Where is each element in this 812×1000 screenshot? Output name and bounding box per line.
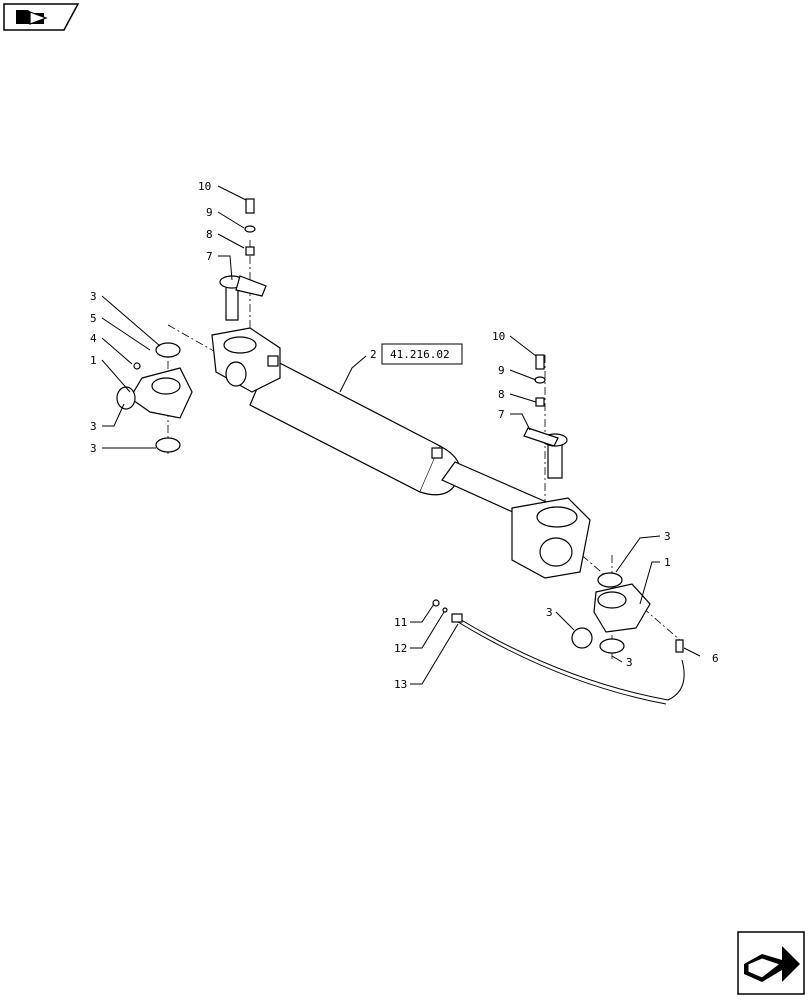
callout-10: 10 (492, 330, 505, 343)
callout-12: 12 (394, 642, 407, 655)
reference-link[interactable]: 41.216.02 (390, 348, 450, 361)
bracket-left (116, 342, 193, 453)
callout-3: 3 (90, 442, 97, 455)
hose-assembly (432, 599, 685, 705)
reference-box[interactable]: 41.216.02 (381, 343, 463, 365)
callout-3: 3 (546, 606, 553, 619)
callout-3: 3 (664, 530, 671, 543)
callout-3: 3 (90, 290, 97, 303)
pin-left (219, 198, 267, 321)
callout-6: 6 (712, 652, 719, 665)
bracket-right (571, 572, 684, 654)
callout-13: 13 (394, 678, 407, 691)
hydraulic-cylinder (211, 327, 591, 579)
callout-2: 2 (370, 348, 377, 361)
callout-9: 9 (498, 364, 505, 377)
arrow-left-folder-icon (3, 3, 80, 31)
leader-lines (101, 185, 701, 685)
callout-7: 7 (206, 250, 213, 263)
callout-7: 7 (498, 408, 505, 421)
callout-3: 3 (626, 656, 633, 669)
callout-8: 8 (206, 228, 213, 241)
pin-right (523, 354, 568, 479)
callout-5: 5 (90, 312, 97, 325)
arrow-right-folder-icon (737, 931, 805, 995)
next-page-button[interactable] (736, 930, 806, 996)
callout-9: 9 (206, 206, 213, 219)
callout-4: 4 (90, 332, 97, 345)
callout-3: 3 (90, 420, 97, 433)
callout-8: 8 (498, 388, 505, 401)
callout-11: 11 (394, 616, 407, 629)
callout-1: 1 (664, 556, 671, 569)
callout-10: 10 (198, 180, 211, 193)
callout-1: 1 (90, 354, 97, 367)
previous-page-button[interactable] (0, 0, 80, 32)
